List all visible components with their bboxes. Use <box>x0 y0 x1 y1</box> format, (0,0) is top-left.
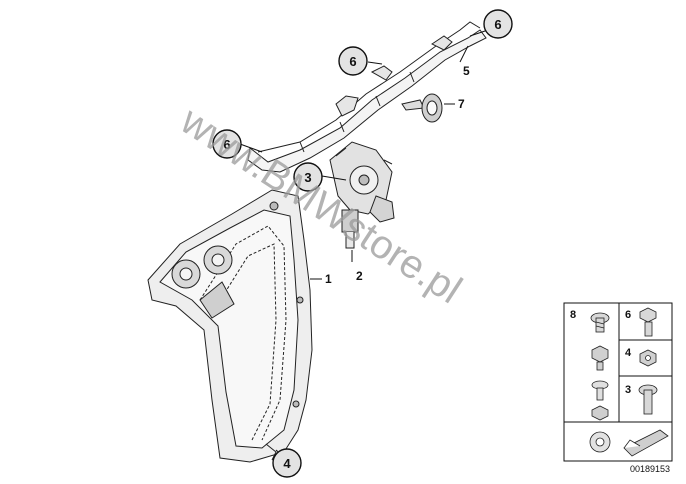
washer-icon <box>591 380 609 401</box>
callout-3: 6 <box>212 129 242 159</box>
legend-label: 8 <box>570 309 576 321</box>
legend-label: 3 <box>625 384 631 396</box>
callout-label: 4 <box>283 456 291 471</box>
screw-icon <box>590 312 610 333</box>
legend-label: 6 <box>625 309 631 321</box>
star-washer-icon <box>589 431 611 453</box>
nut-icon <box>591 405 609 421</box>
callout-5: 4 <box>272 448 302 478</box>
hardware-legend: 8 6 4 3 <box>563 302 673 462</box>
arrow-icon <box>623 429 669 457</box>
part-number-label: 2 <box>356 269 363 283</box>
window-motor-part <box>329 141 395 249</box>
callout-label: 3 <box>304 170 311 185</box>
upper-rail-part <box>247 21 487 173</box>
part-number-label: 7 <box>458 97 465 111</box>
bolt-icon <box>639 307 657 337</box>
leader-lines <box>239 29 489 463</box>
callout-label: 6 <box>349 54 356 69</box>
legend-label: 4 <box>625 347 632 359</box>
nut-icon <box>591 345 609 371</box>
callout-label: 6 <box>494 17 501 32</box>
nut-icon <box>639 349 657 367</box>
callout-1: 6 <box>338 46 368 76</box>
part-number-label: 5 <box>463 64 470 78</box>
callout-label: 6 <box>223 137 230 152</box>
window-regulator-part <box>147 189 313 463</box>
callout-4: 3 <box>293 162 323 192</box>
grommet-part <box>401 93 443 123</box>
screw-icon <box>638 384 658 415</box>
part-number-label: 1 <box>325 272 332 286</box>
diagram-id: 00189153 <box>630 464 670 474</box>
callout-2: 6 <box>483 9 513 39</box>
